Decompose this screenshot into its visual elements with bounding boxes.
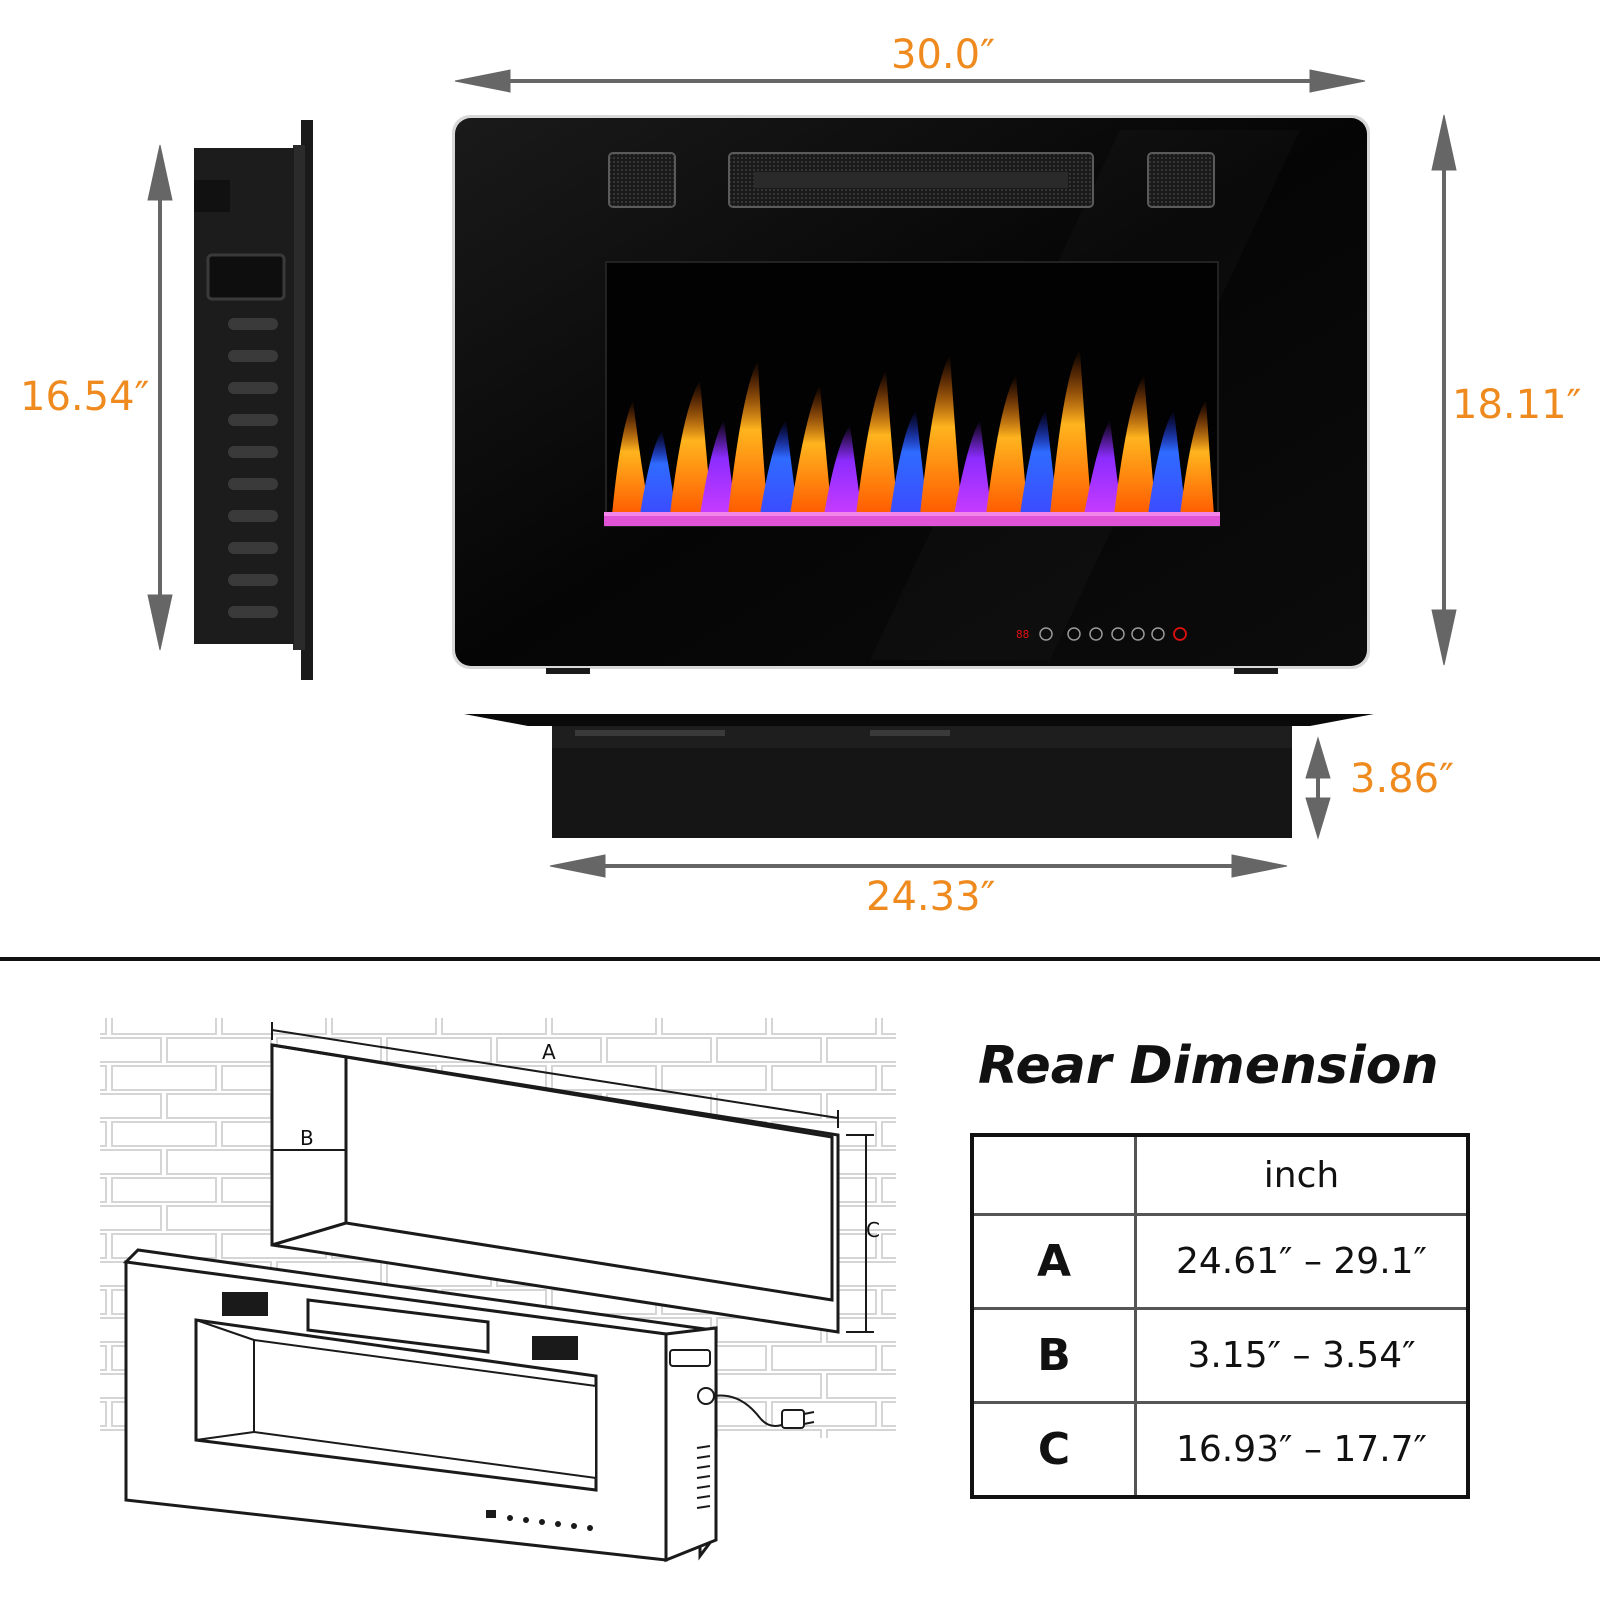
- power-plug-icon: [697, 1387, 815, 1429]
- row-key: B: [970, 1307, 1137, 1404]
- side-height-dimension-arrow: [147, 144, 173, 651]
- depth-dimension-label: 3.86″: [1350, 756, 1455, 802]
- section-divider: [0, 957, 1600, 961]
- width-dimension-arrow: [454, 69, 1366, 93]
- table-header-row: inch: [970, 1133, 1470, 1216]
- body-width-dimension-label: 24.33″: [866, 874, 996, 920]
- recess-diagram: [100, 1018, 896, 1563]
- row-value: 3.15″ – 3.54″: [1134, 1307, 1470, 1404]
- side-height-dimension-label: 16.54″: [20, 374, 150, 420]
- table-row: A 24.61″ – 29.1″: [970, 1213, 1470, 1310]
- control-buttons: 88: [1016, 627, 1187, 641]
- row-key: A: [970, 1213, 1137, 1310]
- width-dimension-label: 30.0″: [891, 32, 996, 78]
- flame-effect: [612, 350, 1214, 515]
- fireplace-front-view: 88: [452, 115, 1370, 674]
- svg-text:88: 88: [1016, 628, 1029, 641]
- diagram-label-a: A: [542, 1040, 556, 1064]
- table-header-unit: inch: [1134, 1133, 1470, 1216]
- rear-dimension-title: Rear Dimension: [978, 1036, 1439, 1096]
- depth-dimension-arrow: [1305, 736, 1331, 840]
- diagram-label-c: C: [866, 1218, 880, 1242]
- fireplace-side-view: [194, 120, 313, 680]
- row-value: 16.93″ – 17.7″: [1134, 1401, 1470, 1499]
- table-row: B 3.15″ – 3.54″: [970, 1307, 1470, 1404]
- rear-dimension-table: inch A 24.61″ – 29.1″ B 3.15″ – 3.54″ C …: [970, 1133, 1470, 1499]
- fireplace-top-view: [464, 714, 1374, 838]
- row-value: 24.61″ – 29.1″: [1134, 1213, 1470, 1310]
- table-header-empty: [970, 1133, 1137, 1216]
- body-width-dimension-arrow: [549, 854, 1288, 878]
- height-dimension-arrow: [1431, 114, 1457, 666]
- table-row: C 16.93″ – 17.7″: [970, 1401, 1470, 1499]
- row-key: C: [970, 1401, 1137, 1499]
- diagram-label-b: B: [300, 1126, 314, 1150]
- height-dimension-label: 18.11″: [1452, 382, 1582, 428]
- right-speaker-grille: [1147, 152, 1215, 208]
- left-speaker-grille: [608, 152, 676, 208]
